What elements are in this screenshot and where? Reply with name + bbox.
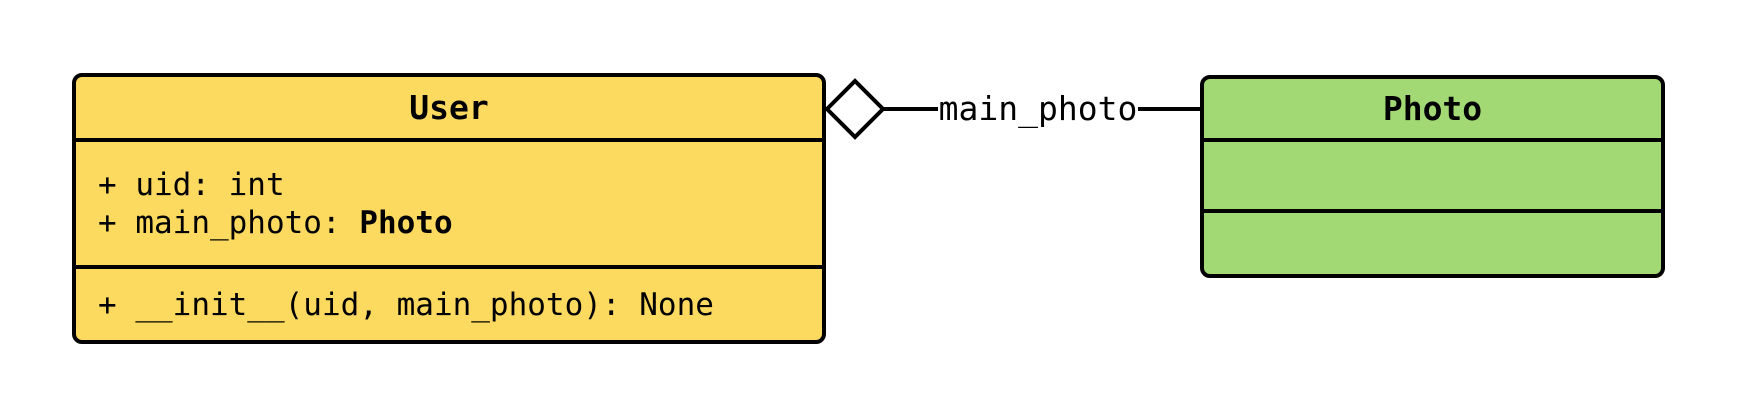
class-attributes-user: + uid: int + main_photo: Photo — [76, 142, 822, 269]
method-init: + __init__(uid, main_photo): None — [98, 286, 822, 324]
relationship-label: main_photo — [938, 89, 1138, 128]
aggregation-diamond-icon[interactable] — [824, 78, 886, 140]
class-methods-photo — [1204, 213, 1661, 274]
class-box-user[interactable]: User + uid: int + main_photo: Photo + __… — [72, 73, 826, 344]
attribute-uid-text: + uid: int — [98, 166, 285, 203]
attribute-main-photo-text: + main_photo: — [98, 204, 360, 241]
class-box-photo[interactable]: Photo — [1200, 75, 1665, 278]
class-attributes-photo — [1204, 142, 1661, 213]
class-title-photo: Photo — [1204, 79, 1661, 142]
attribute-main-photo-type: Photo — [359, 204, 453, 241]
method-init-text: + __init__(uid, main_photo): None — [98, 286, 714, 323]
attribute-uid: + uid: int — [98, 166, 822, 204]
attribute-main-photo: + main_photo: Photo — [98, 204, 822, 242]
class-title-user: User — [76, 77, 822, 142]
class-methods-user: + __init__(uid, main_photo): None — [76, 269, 822, 340]
